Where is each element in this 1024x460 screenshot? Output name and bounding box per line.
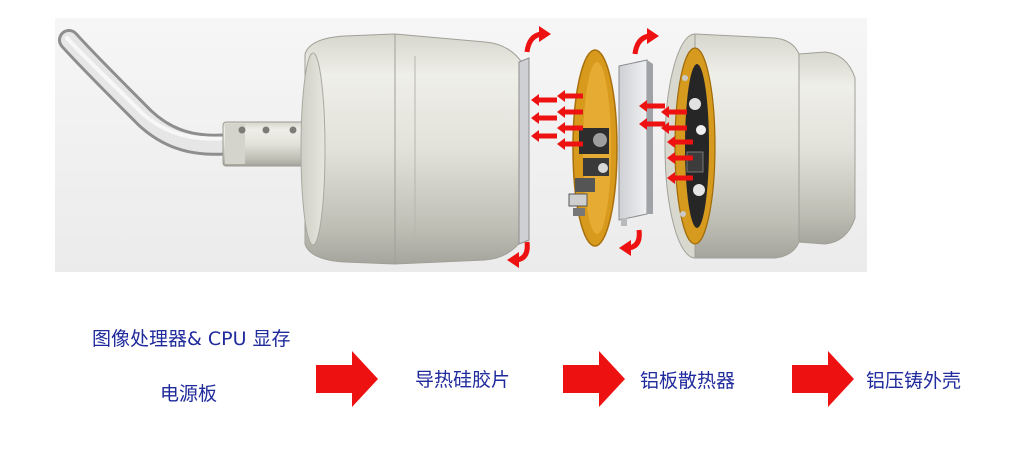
rear-housing (300, 33, 524, 265)
power-pcb (568, 49, 618, 247)
thermal-pad-left (518, 57, 530, 245)
aluminum-heatsink-plate (618, 59, 653, 226)
flow-arrow-right-icon (316, 351, 378, 407)
cable-gland (222, 121, 316, 167)
label-thermal-pad: 导热硅胶片 (415, 369, 511, 391)
label-housing: 铝压铸外壳 (866, 370, 962, 392)
heat-flow-arrows (507, 26, 693, 268)
flow-arrow-right-icon (792, 351, 854, 407)
label-power-board: 电源板 (160, 383, 218, 405)
power-cable (58, 29, 246, 156)
front-housing (664, 33, 856, 259)
flow-arrow-right-icon (563, 351, 625, 407)
label-chip: 图像处理器& CPU 显存 (92, 328, 291, 350)
label-heatsink: 铝板散热器 (640, 370, 736, 392)
exploded-view-illustration (55, 18, 867, 272)
